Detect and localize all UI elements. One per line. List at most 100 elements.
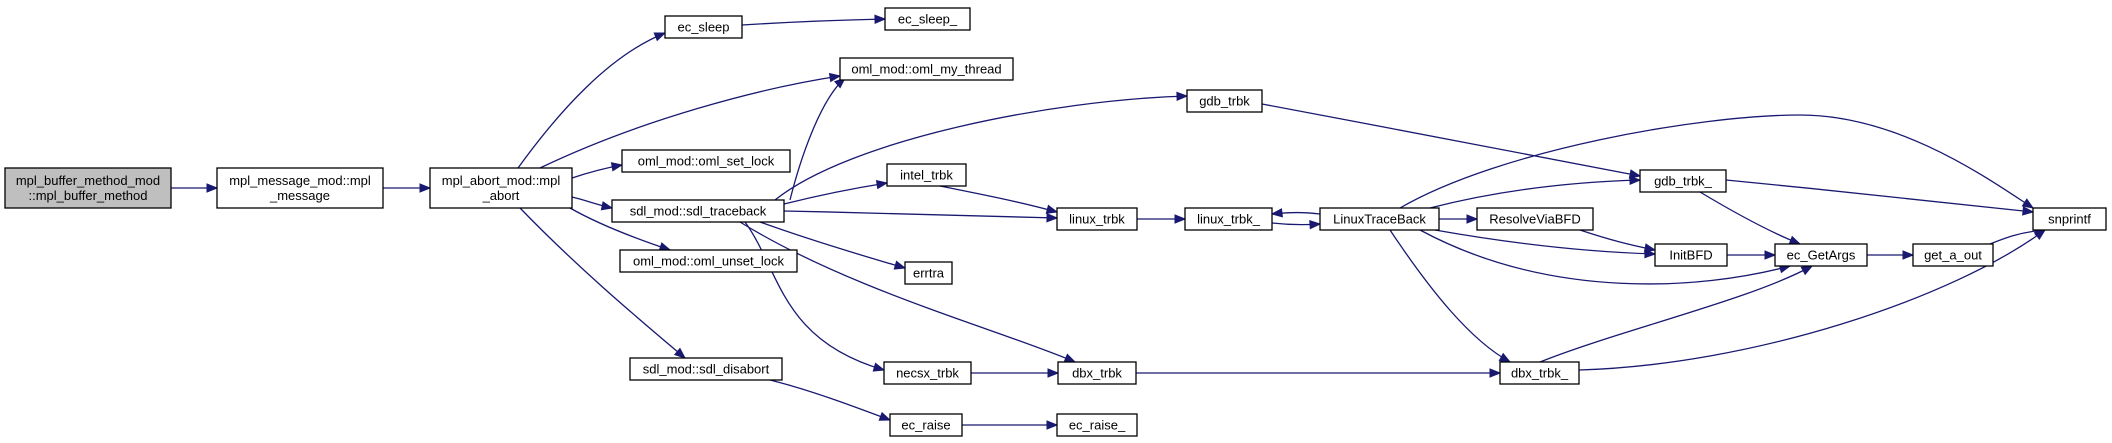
node-box[interactable]: [839, 57, 1014, 81]
node-box[interactable]: [1912, 243, 1994, 267]
node-label: _message: [269, 188, 330, 203]
edge-sdltb-to-necsx: [744, 221, 886, 372]
arrow-head-icon: [1045, 204, 1059, 214]
node-box[interactable]: [1184, 207, 1273, 231]
node-label: mpl_abort_mod::mpl: [442, 173, 561, 188]
node-label: _abort: [482, 188, 520, 203]
node-label: intel_trbk: [900, 168, 953, 183]
arrow-head-icon: [1063, 353, 1077, 363]
node-myth[interactable]: oml_mod::oml_my_thread: [839, 57, 1014, 81]
node-intel[interactable]: intel_trbk: [886, 163, 967, 187]
arrow-head-icon: [1174, 214, 1187, 224]
arrow-head-icon: [1629, 175, 1642, 186]
edge-ltb-to-snprintf: [1399, 114, 2035, 209]
node-box[interactable]: [1654, 243, 1728, 267]
node-box[interactable]: [1319, 207, 1440, 231]
node-resolve[interactable]: ResolveViaBFD: [1476, 207, 1594, 231]
node-box[interactable]: [664, 15, 743, 39]
edge-dbx-to-dbxu: [1136, 368, 1502, 378]
node-label: dbx_trbk: [1072, 366, 1122, 381]
edge-necsx-to-dbx: [971, 368, 1060, 378]
node-root[interactable]: mpl_buffer_method_mod::mpl_buffer_method: [4, 167, 172, 209]
node-setlock[interactable]: oml_mod::oml_set_lock: [621, 149, 791, 173]
node-box[interactable]: [1476, 207, 1594, 231]
edge-ecraise-to-ecraiseu: [962, 420, 1059, 430]
node-msg[interactable]: mpl_message_mod::mpl_message: [216, 167, 384, 209]
node-abort[interactable]: mpl_abort_mod::mpl_abort: [429, 167, 573, 209]
edge-line: [774, 95, 1188, 201]
node-disab[interactable]: sdl_mod::sdl_disabort: [629, 357, 783, 381]
node-label: sdl_mod::sdl_disabort: [643, 362, 770, 377]
node-box[interactable]: [889, 413, 963, 437]
edge-sdltb-to-intel: [783, 179, 889, 205]
node-snprintf[interactable]: snprintf: [2032, 207, 2107, 231]
nodes-layer: mpl_buffer_method_mod::mpl_buffer_method…: [4, 7, 2107, 437]
node-ecsleepu[interactable]: ec_sleep_: [884, 7, 971, 31]
node-box[interactable]: [1057, 361, 1137, 385]
node-label: ec_raise_: [1069, 418, 1126, 433]
node-getaout[interactable]: get_a_out: [1912, 243, 1994, 267]
edge-dbxu-to-getargs: [1539, 265, 1814, 363]
node-ecsleep[interactable]: ec_sleep: [664, 15, 743, 39]
node-label: oml_mod::oml_set_lock: [638, 154, 775, 169]
edge-ltb-to-resolve: [1439, 214, 1479, 224]
node-box[interactable]: [2032, 207, 2107, 231]
node-box[interactable]: [1056, 207, 1138, 231]
node-box[interactable]: [886, 163, 967, 187]
node-box[interactable]: [611, 199, 785, 223]
edge-getargs-to-getaout: [1867, 250, 1915, 260]
node-sdltb[interactable]: sdl_mod::sdl_traceback: [611, 199, 785, 223]
node-label: ec_GetArgs: [1787, 248, 1856, 263]
node-linux[interactable]: linux_trbk: [1056, 207, 1138, 231]
edge-abort-to-ecsleep: [517, 32, 667, 169]
edge-line: [744, 221, 885, 371]
node-box[interactable]: [621, 149, 791, 173]
node-getargs[interactable]: ec_GetArgs: [1774, 243, 1868, 267]
node-ltb[interactable]: LinuxTraceBack: [1319, 207, 1440, 231]
node-box[interactable]: [1056, 413, 1138, 437]
node-initbfd[interactable]: InitBFD: [1654, 243, 1728, 267]
edge-resolve-to-initbfd: [1579, 229, 1657, 253]
node-box[interactable]: [629, 357, 783, 381]
node-box[interactable]: [1639, 169, 1727, 193]
node-box[interactable]: [619, 249, 798, 273]
node-ecraise[interactable]: ec_raise: [889, 413, 963, 437]
node-errtra[interactable]: errtra: [904, 261, 953, 285]
node-label: ec_sleep_: [898, 12, 958, 27]
arrow-head-icon: [673, 347, 687, 359]
node-unset[interactable]: oml_mod::oml_unset_lock: [619, 249, 798, 273]
edge-line: [1434, 229, 1656, 255]
node-label: mpl_message_mod::mpl: [229, 173, 371, 188]
node-gdb[interactable]: gdb_trbk: [1186, 89, 1263, 113]
arrow-head-icon: [875, 179, 889, 190]
node-box[interactable]: [4, 167, 172, 209]
edge-abort-to-setlock: [571, 162, 624, 179]
node-linuxu[interactable]: linux_trbk_: [1184, 207, 1273, 231]
node-box[interactable]: [429, 167, 573, 209]
edge-line: [1389, 229, 1511, 363]
node-necsx[interactable]: necsx_trbk: [883, 361, 972, 385]
node-dbxu[interactable]: dbx_trbk_: [1499, 361, 1580, 385]
node-dbx[interactable]: dbx_trbk: [1057, 361, 1137, 385]
node-box[interactable]: [884, 7, 971, 31]
arrow-head-icon: [893, 260, 907, 270]
node-box[interactable]: [1499, 361, 1580, 385]
node-box[interactable]: [1186, 89, 1263, 113]
edge-abort-to-disab: [519, 207, 687, 359]
node-box[interactable]: [1774, 243, 1868, 267]
node-gdbu[interactable]: gdb_trbk_: [1639, 169, 1727, 193]
node-box[interactable]: [216, 167, 384, 209]
node-label: gdb_trbk_: [1654, 174, 1713, 189]
edge-line: [783, 182, 888, 205]
node-box[interactable]: [883, 361, 972, 385]
edge-ltb-to-linuxu: [1270, 208, 1321, 218]
node-ecraiseu[interactable]: ec_raise_: [1056, 413, 1138, 437]
edge-line: [741, 18, 886, 26]
arrow-head-icon: [600, 201, 614, 211]
node-box[interactable]: [904, 261, 953, 285]
arrow-head-icon: [1643, 243, 1657, 253]
arrow-head-icon: [1309, 219, 1322, 230]
node-label: ::mpl_buffer_method: [29, 188, 148, 203]
arrow-head-icon: [1498, 352, 1512, 363]
edges-layer: [171, 14, 2047, 430]
